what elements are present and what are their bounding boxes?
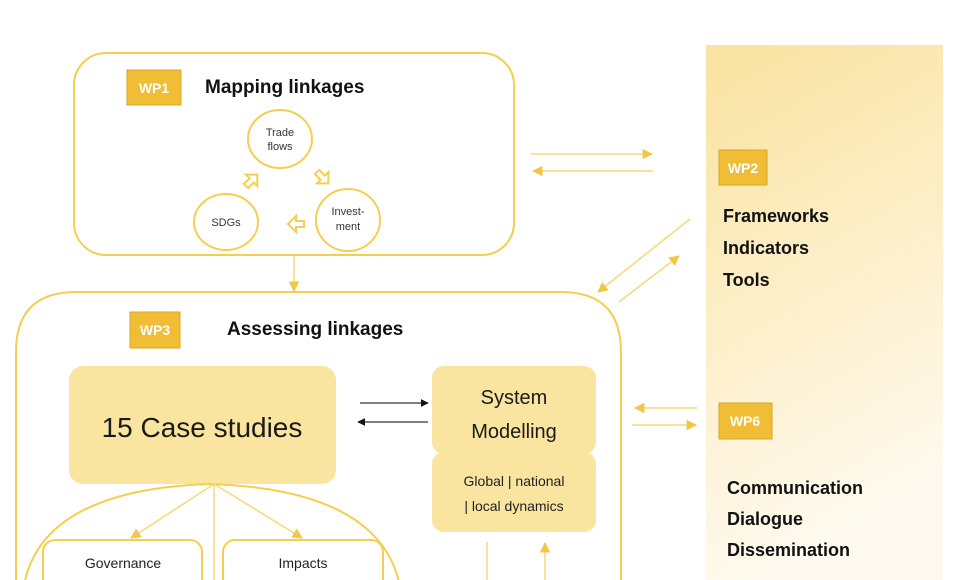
wp3-title: Assessing linkages [227,319,403,340]
wp6-section: WP6 Communication Dialogue Dissemination [718,402,863,560]
wp3-section: WP3 Assessing linkages 15 Case studies S… [15,291,622,580]
wp1-section: WP1 Mapping linkages Trade flows SDGs In… [73,52,515,256]
sdgs-node [193,193,259,251]
wp6-item-communication: Communication [727,478,863,498]
wp6-badge-label: WP6 [730,413,761,429]
wp3-badge [129,311,181,349]
system-modelling-label-1: System [481,387,548,409]
wp2-item-frameworks: Frameworks [723,206,829,226]
trade-flows-node [247,109,313,169]
wp2-section: WP2 Frameworks Indicators Tools [718,149,829,290]
wp1-badge [126,69,182,106]
wp2-panel [706,45,943,580]
investment-label-2: ment [336,221,360,233]
governance-label: Governance [85,555,161,571]
system-modelling-label-2: Modelling [471,421,557,443]
wp6-item-dissemination: Dissemination [727,540,850,560]
arrow-wp2-to-wp3 [597,218,691,293]
wp2-badge-label: WP2 [728,160,759,176]
impacts-label: Impacts [278,555,327,571]
trade-flows-label-1: Trade [266,127,294,139]
investment-label-1: Invest- [331,206,364,218]
arrow-wp3-to-wp2 [618,255,680,303]
investment-node [315,188,381,252]
case-studies-label: 15 Case studies [102,412,303,443]
cycle-arrow-sdgs-to-trade-icon [242,173,259,190]
case-studies-ellipse [24,482,400,580]
cycle-arrow-investment-to-sdgs-icon [286,213,305,235]
cycle-arrow-trade-to-investment-icon [313,168,330,185]
arrow-to-impacts [213,483,303,539]
wp3-badge-label: WP3 [140,322,171,338]
wp2-item-tools: Tools [723,270,770,290]
case-studies-box [69,366,336,484]
wp1-title: Mapping linkages [205,77,364,98]
wp2-item-indicators: Indicators [723,238,809,258]
wp2-badge [718,149,768,186]
dynamics-label-1: Global | national [464,473,565,489]
wp6-badge [718,402,773,440]
dynamics-box [432,452,596,532]
wp3-box [15,291,622,580]
governance-box [42,539,203,580]
arrow-to-governance [130,483,215,539]
trade-flows-label-2: flows [267,141,293,153]
wp1-badge-label: WP1 [139,80,170,96]
wp6-item-dialogue: Dialogue [727,509,803,529]
system-modelling-box [432,366,596,454]
impacts-box [222,539,384,580]
dynamics-label-2: | local dynamics [464,498,563,514]
sdgs-label: SDGs [211,217,241,229]
